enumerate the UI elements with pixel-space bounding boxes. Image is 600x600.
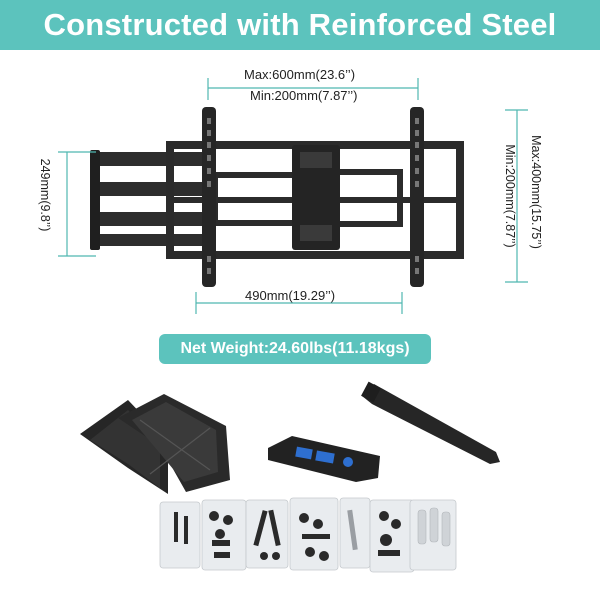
header-banner: Constructed with Reinforced Steel <box>0 0 600 50</box>
cable-strap-icon <box>361 381 500 464</box>
leveling-base-icon <box>80 394 230 494</box>
product-illustration <box>58 78 528 573</box>
tv-mount-bracket-icon <box>90 107 464 287</box>
net-weight-badge: Net Weight:24.60lbs(11.18kgs) <box>159 334 431 364</box>
height-max-label: Max:400mm(15.75’’) <box>529 135 543 249</box>
width-min-label: Min:200mm(7.87’’) <box>250 88 358 103</box>
dimension-lines <box>58 78 528 314</box>
net-weight-text: Net Weight:24.60lbs(11.18kgs) <box>180 340 410 357</box>
hardware-pack-icon <box>159 497 457 573</box>
arm-height-label: 249mm(9.8’’) <box>38 158 52 232</box>
width-max-label: Max:600mm(23.6’’) <box>244 67 356 82</box>
plate-width-label: 490mm(19.29’’) <box>245 288 336 303</box>
height-min-label: Min:200mm(7.87’’) <box>503 144 517 248</box>
bubble-level-icon <box>268 436 380 482</box>
page-title: Constructed with Reinforced Steel <box>43 7 557 42</box>
